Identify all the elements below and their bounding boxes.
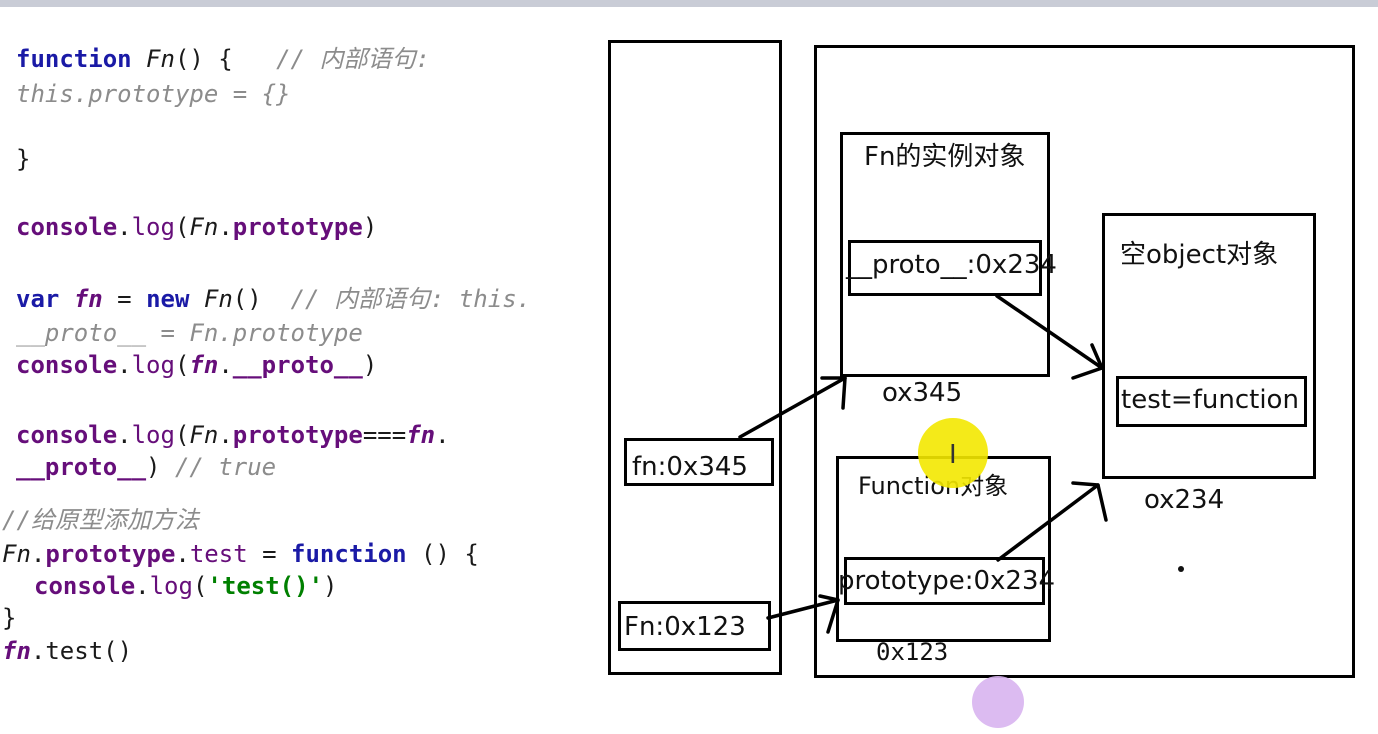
stack-Fn-box (618, 601, 771, 651)
code-console: console (16, 351, 118, 379)
code-console: console (16, 213, 118, 241)
code-line-4: console.log(Fn.prototype) (16, 213, 378, 241)
code-text: } (2, 604, 17, 632)
function-object-address: 0x123 (876, 638, 949, 666)
empty-object-test-label: test=function (1121, 385, 1299, 415)
function-name: Fn (203, 285, 233, 313)
fn-instance-box (840, 132, 1050, 377)
code-text: ( (174, 213, 190, 241)
keyword: function (291, 540, 407, 568)
code-text: .test() (30, 637, 133, 665)
stack-Fn-label: Fn:0x123 (624, 612, 746, 642)
arrow-prototype-to-object (996, 483, 1100, 562)
code-line-2: this.prototype = {} (16, 79, 291, 109)
stray-dot (1178, 566, 1184, 572)
code-method: log (131, 351, 175, 379)
code-line-12: console.log('test()') (34, 572, 338, 600)
code-text: ) (146, 453, 175, 481)
variable: fn (2, 637, 31, 665)
code-line-7: console.log(fn.__proto__) (16, 351, 378, 379)
code-console: console (34, 572, 136, 600)
empty-object-title: 空object对象 (1120, 240, 1279, 270)
arrow-proto-to-object (995, 294, 1104, 370)
code-line-9: __proto__) // true (16, 452, 276, 482)
code-property: __proto__ (232, 351, 363, 379)
code-line-11: Fn.prototype.test = function () { (2, 540, 479, 568)
function-name: Fn (189, 421, 219, 449)
code-method: log (131, 213, 175, 241)
code-line-10: //给原型添加方法 (2, 505, 199, 535)
code-string: 'test()' (207, 572, 324, 600)
code-text: () { (406, 540, 479, 568)
keyword: new (146, 285, 190, 313)
code-line-13: } (2, 603, 16, 633)
keyword: var (16, 285, 60, 313)
code-text: . (117, 213, 132, 241)
empty-object-test-box (1116, 376, 1307, 427)
function-name: Fn (2, 540, 31, 568)
empty-object-box (1102, 213, 1316, 479)
code-text: () (232, 285, 262, 313)
code-operator: === (362, 421, 407, 449)
function-name: Fn (146, 45, 175, 73)
comment: // true (174, 453, 277, 481)
variable: fn (189, 351, 219, 379)
code-text: } (16, 145, 31, 173)
variable: fn (73, 285, 103, 313)
code-line-3: } (16, 144, 30, 174)
code-line-14: fn.test() (2, 636, 132, 666)
code-method: log (131, 421, 175, 449)
arrow-fn-to-instance (738, 376, 847, 439)
code-panel: function Fn() { // 内部语句: this.prototype … (0, 0, 531, 665)
fn-instance-title: Fn的实例对象 (864, 142, 1026, 172)
stack-fn-box (624, 438, 774, 486)
code-line-1: function Fn() { // 内部语句: (16, 44, 430, 74)
cursor-highlight (918, 418, 988, 488)
code-property: prototype (232, 421, 363, 449)
arrowhead-prototype-to-object (1071, 481, 1108, 522)
heap-frame (814, 45, 1355, 678)
arrow-Fn-to-function (766, 598, 840, 620)
arrowhead-proto-to-object (1071, 343, 1104, 380)
code-line-5: var fn = new Fn() // 内部语句: this. (16, 284, 531, 314)
code-console: console (16, 421, 118, 449)
comment: this.prototype = {} (16, 80, 291, 108)
function-object-prototype-label: prototype:0x234 (838, 566, 1056, 596)
fn-instance-proto-box (848, 240, 1042, 296)
stack-fn-label: fn:0x345 (632, 452, 748, 482)
top-bar (0, 0, 1378, 7)
code-property: prototype (45, 540, 176, 568)
code-text: = (102, 285, 147, 313)
code-method: test (189, 540, 248, 568)
text-cursor-icon: I (949, 440, 957, 470)
comment: __proto__ = Fn.prototype (16, 319, 363, 347)
function-object-prototype-box (844, 557, 1045, 605)
code-text: ) (362, 213, 378, 241)
code-line-6: __proto__ = Fn.prototype (16, 318, 363, 348)
arrowhead-fn-to-instance (820, 376, 847, 410)
click-indicator (972, 676, 1024, 728)
code-text: () { (174, 45, 233, 73)
empty-object-address: ox234 (1144, 485, 1225, 515)
code-text: = (247, 540, 292, 568)
function-name: Fn (189, 213, 219, 241)
code-method: log (149, 572, 193, 600)
stack-frame (608, 40, 782, 675)
comment: // 内部语句: (276, 45, 430, 73)
code-property: prototype (232, 213, 363, 241)
arrowhead-Fn-to-function (818, 594, 840, 634)
fn-instance-address: ox345 (882, 378, 963, 408)
code-property: __proto__ (16, 453, 147, 481)
variable: fn (406, 421, 436, 449)
code-line-8: console.log(Fn.prototype===fn. (16, 421, 450, 449)
fn-instance-proto-label: __proto__:0x234 (846, 250, 1057, 280)
comment: //给原型添加方法 (2, 506, 199, 534)
keyword: function (16, 45, 132, 73)
comment: // 内部语句: this. (290, 285, 532, 313)
